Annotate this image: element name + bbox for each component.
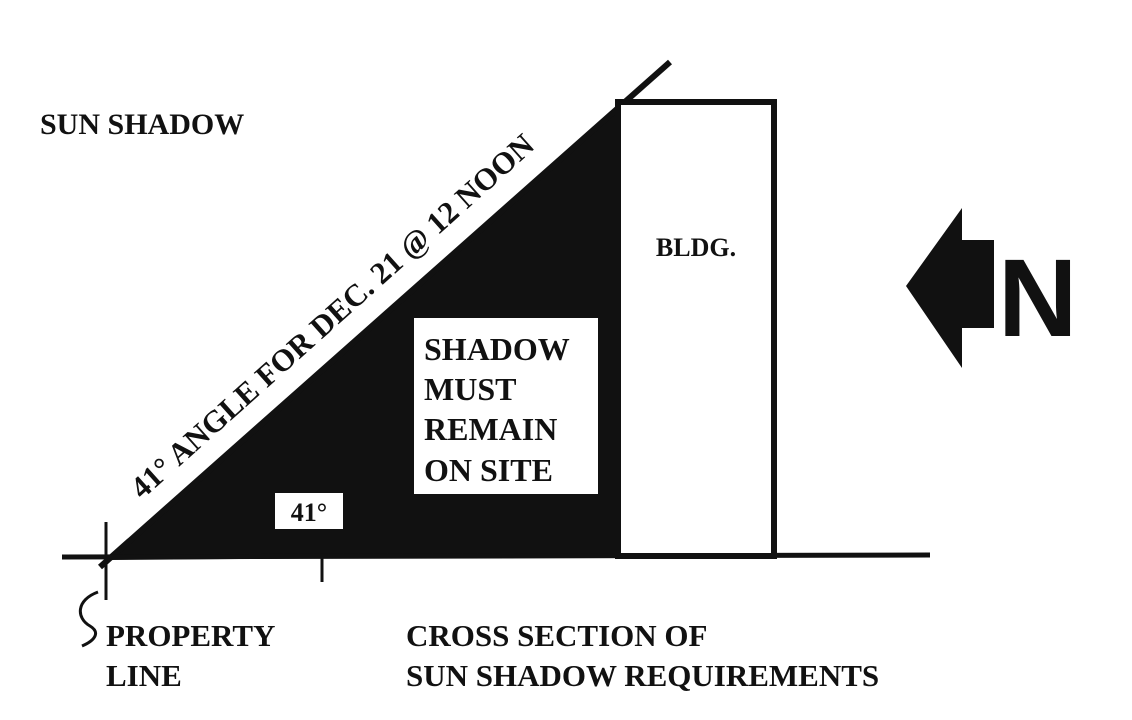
property-line-label-2: LINE	[106, 658, 182, 693]
shadow-note-line-3: REMAIN	[424, 411, 557, 447]
property-line-label-1: PROPERTY	[106, 618, 275, 653]
building-label: BLDG.	[656, 233, 736, 262]
north-label: N	[998, 237, 1077, 360]
north-arrow-icon	[906, 208, 994, 368]
shadow-note-line-2: MUST	[424, 371, 516, 407]
diagram-title: SUN SHADOW	[40, 108, 244, 141]
angle-value-box	[273, 491, 345, 531]
sun-angle-line	[98, 59, 672, 570]
caption-line-2: SUN SHADOW REQUIREMENTS	[406, 658, 879, 693]
shadow-note-box	[414, 318, 598, 494]
ground-line	[61, 552, 931, 560]
shadow-note-line-4: ON SITE	[424, 452, 553, 488]
caption-line-1: CROSS SECTION OF	[406, 618, 707, 653]
shadow-note-line-1: SHADOW	[424, 331, 570, 367]
property-line-leader	[79, 590, 99, 648]
angle-value-label: 41°	[291, 498, 327, 527]
building	[615, 99, 777, 559]
